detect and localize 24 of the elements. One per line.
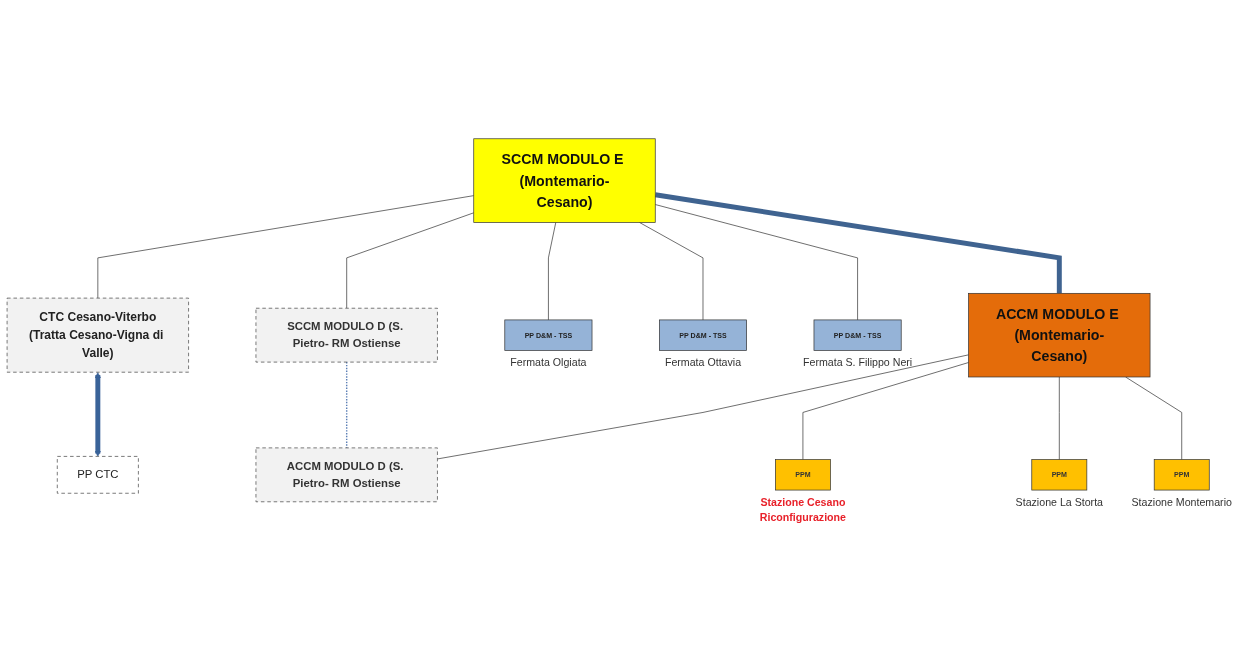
station-caption: Stazione Montemario: [1131, 495, 1232, 508]
station-caption: Fermata Olgiata: [510, 356, 587, 368]
module-box: SCCM MODULO D (S. Pietro- RM Ostiense: [255, 307, 438, 363]
station-caption: Fermata S. Filippo Neri: [802, 356, 913, 368]
connector: [802, 362, 969, 460]
connector: [548, 222, 557, 321]
connector: [654, 192, 1062, 294]
station-caption: Stazione Cesano: [760, 495, 846, 508]
station-caption: Riconfigurazione: [759, 511, 846, 524]
device-box: PP CTC: [56, 456, 139, 494]
arrow: [94, 372, 101, 457]
station-caption: Stazione La Storta: [1015, 495, 1103, 508]
module-box: ACCM MODULO D (S. Pietro- RM Ostiense: [255, 447, 438, 503]
station-caption: Fermata Ottavia: [664, 356, 742, 368]
connector: [437, 354, 969, 460]
connector: [639, 222, 704, 321]
module-box: ACCM MODULO E (Montemario-Cesano): [968, 292, 1151, 378]
connector: [1125, 376, 1183, 460]
connector: [654, 204, 858, 321]
connector: [1058, 376, 1060, 460]
connector: [97, 195, 475, 299]
module-box: SCCM MODULO E (Montemario-Cesano): [473, 138, 656, 223]
connector: [346, 212, 475, 309]
system-box: CTC Cesano-Viterbo (Tratta Cesano-Vigna di Valle): [6, 297, 189, 373]
